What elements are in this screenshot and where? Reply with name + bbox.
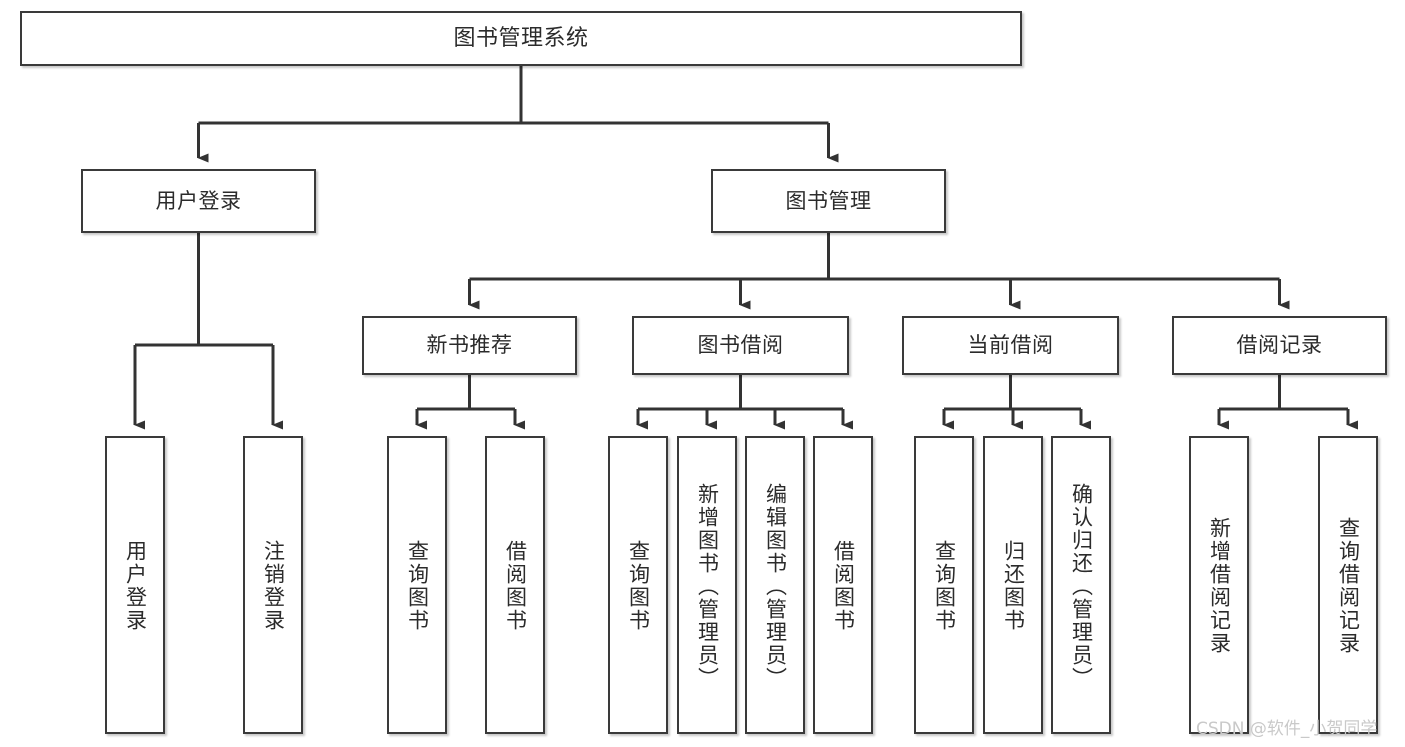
node-label-root: 图书管理系统: [453, 25, 589, 51]
node-label-leaf-user-logout: 注销登录: [261, 540, 286, 632]
csdn-watermark: CSDN @软件_小贺同学: [1196, 719, 1378, 739]
node-borrow-record: 借阅记录: [1172, 316, 1387, 375]
node-label-leaf-add-record: 新增借阅记录: [1207, 517, 1232, 655]
node-leaf-borrow-book-2: 借阅图书: [813, 436, 873, 734]
node-label-leaf-edit-book: 编辑图书（管理员）: [763, 482, 788, 690]
node-leaf-query-record: 查询借阅记录: [1318, 436, 1378, 734]
node-book-mgmt: 图书管理: [711, 169, 946, 233]
node-label-book-mgmt: 图书管理: [785, 188, 872, 213]
node-user-login: 用户登录: [81, 169, 316, 233]
node-leaf-add-record: 新增借阅记录: [1189, 436, 1249, 734]
node-label-leaf-query-book-1: 查询图书: [405, 540, 430, 632]
node-label-current-borrow: 当前借阅: [967, 333, 1054, 358]
node-leaf-query-book-2: 查询图书: [608, 436, 668, 734]
node-label-user-login: 用户登录: [155, 188, 242, 213]
node-label-borrow-record: 借阅记录: [1236, 333, 1323, 358]
node-label-leaf-return-book: 归还图书: [1001, 540, 1026, 632]
node-label-leaf-borrow-book-2: 借阅图书: [831, 540, 856, 632]
node-leaf-query-book-1: 查询图书: [387, 436, 447, 734]
node-label-leaf-query-book-3: 查询图书: [932, 540, 957, 632]
node-label-leaf-user-login: 用户登录: [123, 540, 148, 632]
node-leaf-confirm-return: 确认归还（管理员）: [1051, 436, 1111, 734]
node-leaf-borrow-book-1: 借阅图书: [485, 436, 545, 734]
node-label-new-book-rec: 新书推荐: [426, 333, 513, 358]
node-book-borrow: 图书借阅: [632, 316, 849, 375]
node-label-leaf-add-book: 新增图书（管理员）: [695, 482, 720, 690]
node-label-leaf-query-record: 查询借阅记录: [1336, 517, 1361, 655]
node-current-borrow: 当前借阅: [902, 316, 1119, 375]
node-root: 图书管理系统: [20, 11, 1022, 66]
node-label-leaf-borrow-book-1: 借阅图书: [503, 540, 528, 632]
node-label-leaf-query-book-2: 查询图书: [626, 540, 651, 632]
node-new-book-rec: 新书推荐: [362, 316, 577, 375]
node-leaf-add-book: 新增图书（管理员）: [677, 436, 737, 734]
node-leaf-user-login: 用户登录: [105, 436, 165, 734]
node-leaf-query-book-3: 查询图书: [914, 436, 974, 734]
node-leaf-edit-book: 编辑图书（管理员）: [745, 436, 805, 734]
node-label-leaf-confirm-return: 确认归还（管理员）: [1069, 482, 1094, 690]
node-leaf-user-logout: 注销登录: [243, 436, 303, 734]
node-label-book-borrow: 图书借阅: [697, 333, 784, 358]
node-leaf-return-book: 归还图书: [983, 436, 1043, 734]
